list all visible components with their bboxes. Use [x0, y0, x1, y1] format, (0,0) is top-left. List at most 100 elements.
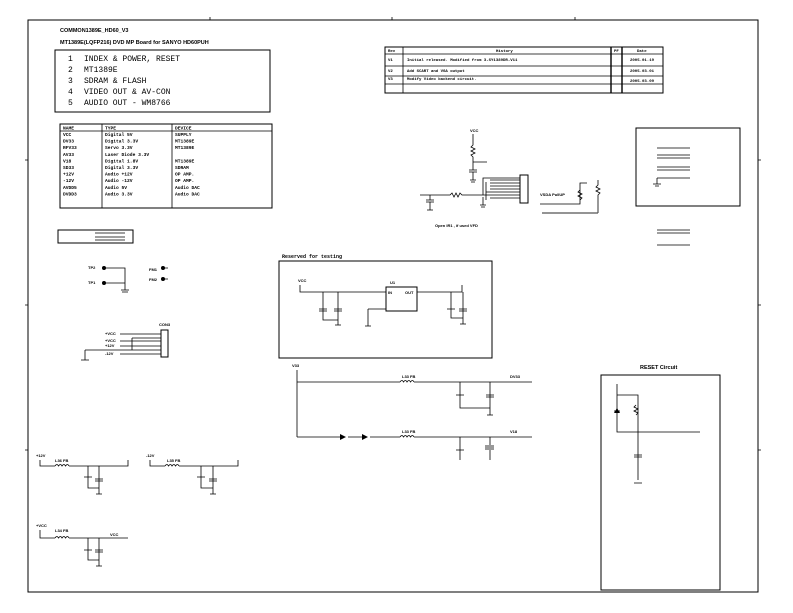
part-label: U1: [390, 280, 396, 285]
ferrite-label: L34 FB: [55, 528, 68, 533]
power-table-cell: V18: [63, 158, 72, 164]
rev-cell: V1: [388, 59, 393, 63]
net-label: V33: [292, 363, 300, 368]
power-table-cell: Digital 5V: [105, 132, 133, 138]
fm-label: FM1: [149, 267, 158, 272]
ir-note: Open IR1 , if used VFD: [435, 223, 478, 228]
pin-label: IN: [388, 290, 392, 295]
rev-cell: Add SCART and VGA output: [407, 69, 465, 74]
reset-circuit: RESET Circuit: [600, 365, 721, 591]
rev-header: Rev: [388, 50, 396, 54]
reserved-testing-box: Reserved for testing VCC IN OUT U1: [278, 254, 493, 359]
sheet-title: COMMON1389E_HD60_V3: [60, 28, 128, 34]
net-label: +12V: [105, 343, 115, 348]
power-table-cell: Laser Diode 3.3V: [105, 152, 149, 158]
net-label: +12V: [36, 453, 46, 458]
power-table-cell: SUPPLY: [175, 132, 192, 138]
power-table-cell: Servo 3.3V: [105, 145, 133, 151]
power-table-cell: OP AMP.: [175, 172, 194, 178]
rev-cell: V2: [388, 70, 393, 74]
net-label: -12V: [105, 351, 114, 356]
reserved-label: Reserved for testing: [282, 254, 342, 260]
board-description: MT1389E(LQFP216) DVD MP Board for SANYO …: [60, 40, 209, 46]
index-box: 1 INDEX & POWER, RESET 2 MT1389E 3 SDRAM…: [54, 49, 271, 113]
ferrite-label: L35 FB: [167, 458, 180, 463]
power-table-cell: AVDD5: [63, 185, 77, 191]
power-table-cell: Digital 3.3V: [105, 165, 138, 171]
connector-label: CON3: [159, 322, 171, 327]
power-table-cell: MT1389E: [175, 158, 195, 164]
rev-header: PF: [614, 50, 619, 54]
net-label: +VCC: [105, 331, 116, 336]
index-label: MT1389E: [84, 66, 118, 75]
net-label: VCC: [470, 128, 479, 133]
rev-cell: 2005.01.19: [630, 59, 655, 63]
power-table-cell: SDRAM: [175, 165, 189, 171]
rev-cell: V3: [388, 78, 393, 82]
index-num: 1: [68, 55, 73, 64]
rev-cell: 2005.03.01: [630, 70, 655, 74]
rev-header: History: [496, 49, 513, 54]
power-table-header: NAME: [63, 126, 74, 132]
net-label: +VCC: [36, 523, 47, 528]
reset-title: RESET Circuit: [640, 365, 677, 371]
index-num: 3: [68, 77, 73, 86]
rev-cell: Modify Video backend circuit.: [407, 77, 477, 82]
net-label: V18: [510, 429, 518, 434]
index-label: AUDIO OUT - WM8766: [84, 99, 171, 108]
power-table-cell: Audio DAC: [175, 185, 200, 191]
rev-header: Date: [637, 50, 647, 54]
index-label: SDRAM & FLASH: [84, 77, 147, 86]
net-label: DV33: [510, 374, 521, 379]
power-table-cell: Audio 3.3V: [105, 191, 133, 197]
power-table-cell: MT1389E: [175, 139, 195, 145]
ferrite-label: L36 FB: [55, 458, 68, 463]
power-table-header: TYPE: [105, 126, 116, 132]
power-table-cell: VCC: [63, 132, 72, 138]
power-table-cell: RFV33: [63, 145, 77, 151]
power-table-cell: MT1389E: [175, 145, 195, 151]
power-table-cell: AV33: [63, 152, 74, 158]
revision-table: Rev History PF Date V1 Initial released.…: [384, 46, 664, 94]
power-table-cell: Digital 1.8V: [105, 158, 138, 164]
index-num: 2: [68, 66, 73, 75]
power-table-cell: Audio -12V: [105, 178, 133, 184]
net-label: +VCC: [105, 338, 116, 343]
power-table-header: DEVICE: [175, 126, 192, 132]
net-label: VCC: [110, 532, 119, 537]
power-connector: CON3 +VCC +VCC +12V -12V: [81, 322, 171, 361]
ferrite-label: L33 FB: [402, 429, 415, 434]
index-num: 4: [68, 88, 73, 97]
power-filter-section: V33 L33 FB L33 FB DV33 V18: [292, 363, 532, 460]
net-label: VCC: [298, 278, 307, 283]
power-table-cell: Audio +12V: [105, 172, 133, 178]
front-panel-connector-box: [635, 127, 741, 246]
power-table-cell: Digital 3.3V: [105, 139, 138, 145]
test-point-label: TP1: [88, 280, 96, 285]
test-points: TP2 TP1 FM1 FM2: [88, 265, 168, 293]
vsda-pullup-label: VSDA PullUP: [540, 192, 565, 197]
rev-cell: Initial released. Modified from 3-SY1389…: [407, 58, 518, 63]
audio-supply-filters: +12V L36 FB -12V L35 FB +VCC L34 FB VCC: [36, 453, 239, 567]
index-label: INDEX & POWER, RESET: [84, 55, 180, 64]
index-num: 5: [68, 99, 73, 108]
power-table-cell: DV33: [63, 139, 74, 145]
power-table-cell: OP AMP.: [175, 178, 194, 184]
power-table-cell: SD33: [63, 165, 74, 171]
power-table-cell: +12V: [63, 172, 74, 178]
video-connector-box: [57, 229, 134, 244]
test-point-label: TP2: [88, 265, 96, 270]
power-table-cell: Audio 5V: [105, 185, 127, 191]
ir-connector-circuit: VCC Open IR1 , if used VFD VSDA PullUP: [420, 128, 601, 228]
power-table-cell: Audio DAC: [175, 191, 200, 197]
index-label: VIDEO OUT & AV-CON: [84, 88, 171, 97]
pin-label: OUT: [405, 290, 414, 295]
rev-cell: 2005.03.09: [630, 80, 655, 84]
ferrite-label: L33 FB: [402, 374, 415, 379]
power-table-cell: -12V: [63, 178, 74, 184]
net-label: -12V: [146, 453, 155, 458]
sheet-border: [25, 17, 761, 593]
power-table-cell: DVDD3: [63, 191, 77, 197]
